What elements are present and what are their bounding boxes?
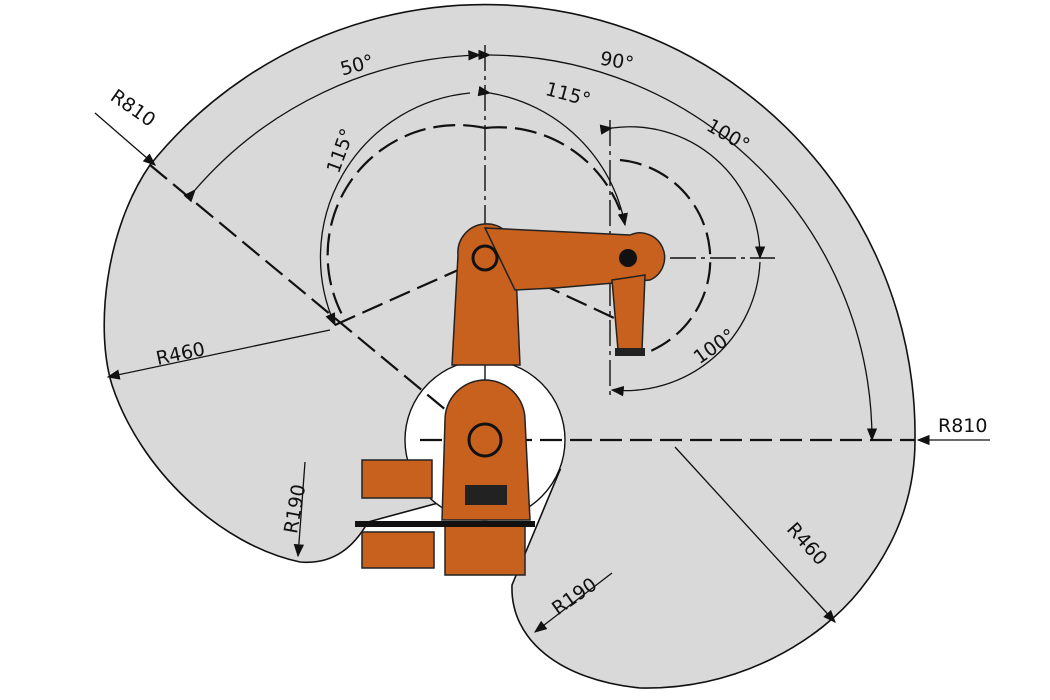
- radius-label: R810: [106, 85, 159, 131]
- robot-base: [444, 524, 526, 576]
- robot-forearm: [483, 227, 666, 291]
- robot-wrist: [611, 274, 646, 351]
- robot-flange: [615, 348, 645, 356]
- nameplate: [465, 485, 507, 505]
- joint-a2: [467, 422, 503, 458]
- motor-lower: [361, 531, 435, 569]
- radius-label: R810: [938, 415, 987, 437]
- dimension-arcs: [94, 49, 990, 633]
- joint-a3: [471, 244, 499, 272]
- motor-upper: [361, 459, 433, 499]
- joint-a4: [619, 249, 637, 267]
- robot-shoulder-housing: [441, 379, 531, 521]
- robot-arm: [355, 223, 666, 576]
- base-plate: [355, 521, 535, 527]
